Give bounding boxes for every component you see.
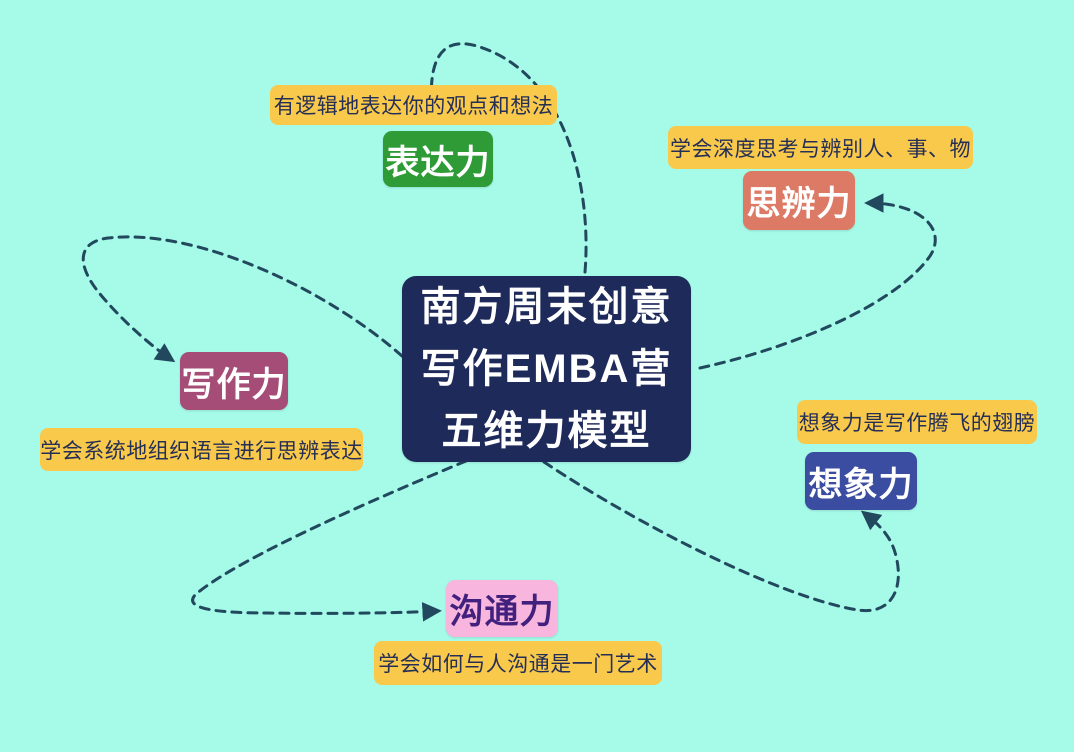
node-writing: 写作力: [180, 352, 288, 410]
note-imagination: 想象力是写作腾飞的翅膀: [797, 400, 1037, 444]
connector-imagination: [542, 460, 900, 613]
connector-expression: [421, 42, 588, 274]
central-topic-line-1: 南方周末创意: [420, 285, 673, 329]
connector-communication: [191, 459, 468, 622]
note-critical-thinking: 学会深度思考与辨别人、事、物: [668, 126, 973, 169]
connector-critical-thinking: [698, 193, 937, 370]
image-right-edge: [1074, 0, 1080, 752]
node-critical-thinking: 思辨力: [743, 171, 855, 230]
note-communication: 学会如何与人沟通是一门艺术: [374, 641, 662, 685]
node-communication: 沟通力: [446, 580, 558, 637]
central-topic-line-2: 写作EMBA营: [420, 347, 673, 391]
node-expression: 表达力: [383, 131, 493, 187]
connector-writing: [81, 235, 404, 363]
central-topic-node: 南方周末创意 写作EMBA营 五维力模型: [402, 276, 691, 462]
note-expression: 有逻辑地表达你的观点和想法: [270, 85, 557, 125]
central-topic-line-3: 五维力模型: [441, 409, 652, 453]
note-writing: 学会系统地组织语言进行思辨表达: [40, 428, 363, 471]
node-imagination: 想象力: [805, 452, 917, 510]
